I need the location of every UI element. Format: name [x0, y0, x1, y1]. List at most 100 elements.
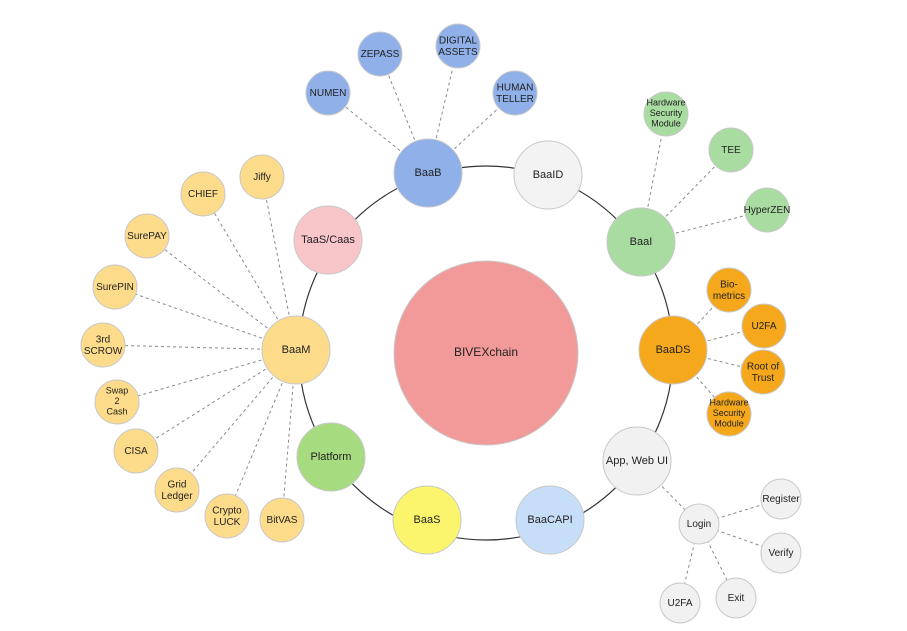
center-node-bivexchain-circle [393, 260, 579, 446]
baai-satellite-tee: TEE [708, 127, 754, 173]
ring-node-baacapi-circle [515, 485, 585, 555]
ring-node-baas-circle [392, 485, 462, 555]
center-node-bivexchain: BIVEXchain [393, 260, 579, 446]
ring-node-taas-circle [293, 205, 363, 275]
baads-satellite-u2fa-label: U2FA [751, 321, 776, 332]
ring-node-baam: BaaM [261, 315, 331, 385]
baam-satellite-surepay-circle [124, 213, 170, 259]
ring-node-baaid-label: BaaID [533, 169, 564, 181]
baads-satellite-bio-metrics: Bio-metrics [706, 267, 752, 313]
app-satellite-login-label: Login [687, 519, 711, 530]
ring-node-taas-label: TaaS/Caas [301, 234, 355, 246]
ring-node-baam-circle [261, 315, 331, 385]
ring-node-platform-label: Platform [311, 451, 352, 463]
ring-node-app: App, Web UI [602, 426, 672, 496]
baads-satellite-root-of-trust-circle [740, 349, 786, 395]
baab-satellite-zepass-circle [357, 31, 403, 77]
center-node-bivexchain-label: BIVEXchain [454, 345, 518, 359]
login-satellite-verify-circle [760, 532, 802, 574]
baam-connector-1 [261, 176, 297, 351]
login-satellite-verify-label: Verify [768, 548, 793, 559]
baads-satellite-hardware-security-module-circle [706, 391, 752, 437]
baai-satellite-tee-circle [708, 127, 754, 173]
ring-node-baas-label: BaaS [414, 514, 441, 526]
login-satellite-u2fa-circle [659, 582, 701, 624]
nodes: BIVEXchain BaaB BaaID BaaI BaaDS App, Web UI B… [80, 23, 802, 624]
baab-satellite-numen: NUMEN [305, 70, 351, 116]
ring-node-taas: TaaS/Caas [293, 205, 363, 275]
app-satellite-login: Login [678, 503, 720, 545]
ring-node-baai: BaaI [606, 207, 676, 277]
baam-satellite-chief: CHIEF [180, 171, 226, 217]
baam-satellite-surepin-circle [92, 264, 138, 310]
ring-node-baacapi: BaaCAPI [515, 485, 585, 555]
baam-satellite-surepay: SurePAY [124, 213, 170, 259]
ring-node-baab-label: BaaB [415, 167, 442, 179]
ring-node-platform-circle [296, 422, 366, 492]
login-satellite-register: Register [760, 478, 802, 520]
baai-satellite-hyperzen: HyperZEN [744, 187, 791, 233]
baads-satellite-u2fa-circle [741, 303, 787, 349]
ring-node-app-circle [602, 426, 672, 496]
baads-satellite-u2fa: U2FA [741, 303, 787, 349]
baab-satellite-zepass: ZEPASS [357, 31, 403, 77]
baab-satellite-digital-assets-circle [435, 23, 481, 69]
ring-node-app-label: App, Web UI [606, 455, 668, 467]
login-satellite-register-circle [760, 478, 802, 520]
baam-satellite-surepay-label: SurePAY [127, 231, 167, 242]
baam-satellite-crypto-luck-circle [204, 493, 250, 539]
baam-satellite-bitvas-circle [259, 497, 305, 543]
baam-satellite-jiffy-label: Jiffy [253, 172, 271, 183]
login-satellite-u2fa-label: U2FA [667, 598, 692, 609]
baam-satellite-swap-2-cash-circle [94, 379, 140, 425]
ring-node-baaid-circle [513, 140, 583, 210]
ring-node-baam-label: BaaM [282, 344, 311, 356]
ring-node-baas: BaaS [392, 485, 462, 555]
ring-node-baab: BaaB [393, 138, 463, 208]
baam-satellite-chief-label: CHIEF [188, 189, 218, 200]
ring-node-platform: Platform [296, 422, 366, 492]
baam-satellite-jiffy-circle [239, 154, 285, 200]
ring-node-baai-label: BaaI [630, 236, 653, 248]
baads-satellite-bio-metrics-label: Bio-metrics [713, 279, 745, 302]
baab-satellite-human-teller-circle [492, 70, 538, 116]
baam-satellite-cisa-label: CISA [124, 446, 148, 457]
baam-satellite-grid-ledger-circle [154, 467, 200, 513]
login-satellite-exit: Exit [715, 577, 757, 619]
baads-satellite-bio-metrics-circle [706, 267, 752, 313]
baab-satellite-numen-label: NUMEN [310, 88, 347, 99]
ring-node-baai-circle [606, 207, 676, 277]
baam-satellite-3rd-scrow-circle [80, 322, 126, 368]
ring-node-baads: BaaDS [638, 315, 708, 385]
login-satellite-verify: Verify [760, 532, 802, 574]
baai-satellite-hyperzen-label: HyperZEN [744, 205, 791, 216]
ring-node-baacapi-label: BaaCAPI [527, 514, 572, 526]
baam-satellite-cisa-circle [113, 428, 159, 474]
baam-satellite-surepin: SurePIN [92, 264, 138, 310]
login-satellite-register-label: Register [762, 494, 800, 505]
ring-node-baads-label: BaaDS [656, 344, 691, 356]
baab-satellite-numen-circle [305, 70, 351, 116]
ring-node-baab-circle [393, 138, 463, 208]
baai-satellite-hyperzen-circle [744, 187, 790, 233]
baai-satellite-hardware-security-module-circle [643, 91, 689, 137]
ring-node-baaid: BaaID [513, 140, 583, 210]
login-satellite-u2fa: U2FA [659, 582, 701, 624]
